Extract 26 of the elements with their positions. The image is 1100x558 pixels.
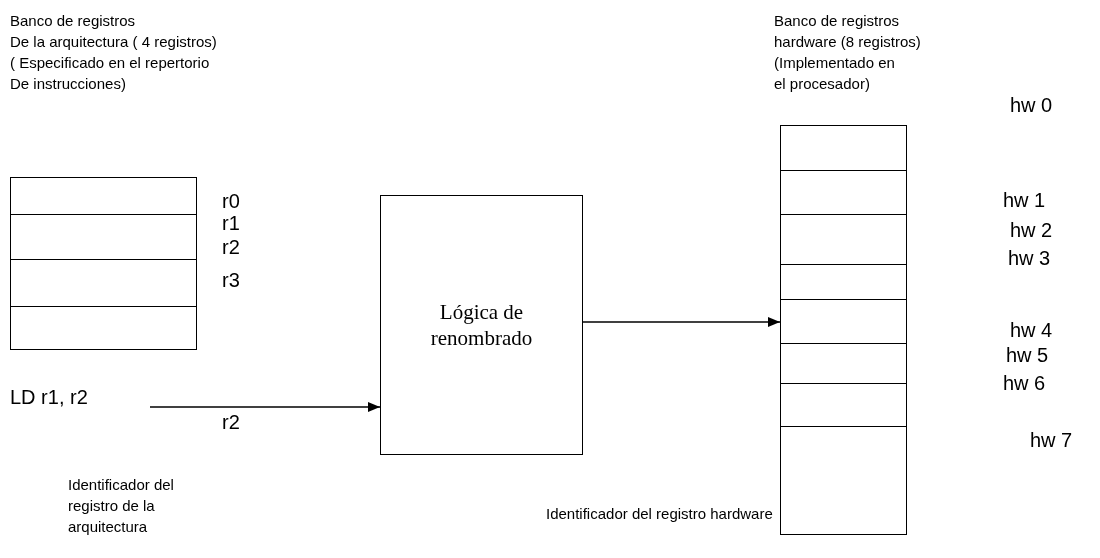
register-label: r2 xyxy=(222,235,241,259)
register-label: hw 7 xyxy=(1030,428,1074,452)
arrow xyxy=(582,317,781,327)
caption-text: Identificador del registro hardware xyxy=(546,504,774,524)
bank-heading: De instrucciones) xyxy=(10,74,127,94)
register-label: hw 2 xyxy=(1010,218,1054,242)
register-label: hw 4 xyxy=(1010,318,1054,342)
bank-heading: Banco de registros xyxy=(10,11,137,31)
instruction-text: LD r1, r2 xyxy=(10,385,150,409)
register-label: hw 0 xyxy=(1010,93,1054,117)
bank-heading: Banco de registros hardware (8 registros) xyxy=(774,11,922,52)
process-box: Lógica de renombrado xyxy=(380,195,583,455)
register-label: hw 1 xyxy=(1003,188,1047,212)
register-label: hw 3 xyxy=(1008,246,1052,270)
register-label: r1 xyxy=(222,211,241,235)
register-label: r0 xyxy=(222,189,241,213)
bank-heading: De la arquitectura ( 4 registros) xyxy=(10,32,218,52)
register-bank xyxy=(10,177,197,350)
register-label: r3 xyxy=(222,268,241,292)
bank-heading: ( Especificado en el repertorio xyxy=(10,53,211,73)
register-label: hw 6 xyxy=(1003,371,1047,395)
bank-heading: (Implementado en el procesador) xyxy=(774,53,896,94)
caption-text: Identificador del registro de la arquitectura xyxy=(68,475,175,537)
arrow xyxy=(149,402,381,412)
edge-label: r2 xyxy=(222,410,241,434)
register-label: hw 5 xyxy=(1006,343,1050,367)
